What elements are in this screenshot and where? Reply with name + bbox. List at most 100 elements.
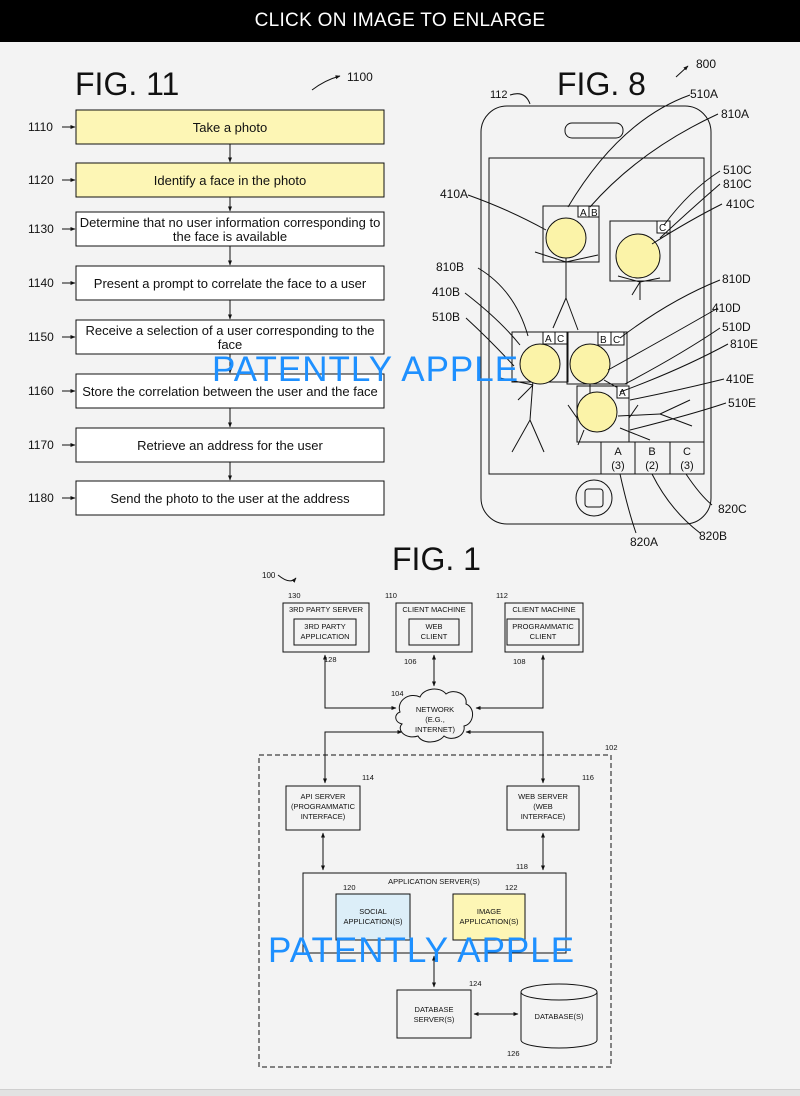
- social-app-line2: APPLICATION(S): [343, 917, 403, 926]
- image-app-ref: 122: [505, 883, 518, 892]
- home-button[interactable]: [575, 479, 613, 517]
- client-machine-programmatic-box[interactable]: [504, 602, 584, 653]
- web-server-box[interactable]: [506, 785, 580, 831]
- client-machine-web-title: CLIENT MACHINE: [402, 605, 465, 614]
- flow-step-id: 1110: [28, 120, 53, 134]
- label-510d: 510D: [722, 320, 751, 334]
- third-party-app-ref: 128: [324, 655, 337, 664]
- third-party-server-ref: 130: [288, 591, 301, 600]
- tag-c: C: [659, 223, 666, 234]
- watermark-top: PATENTLY APPLE: [212, 350, 519, 389]
- flow-step-box[interactable]: [75, 480, 385, 516]
- flow-step: Store the correlation between the user a…: [28, 373, 385, 428]
- api-server-line2: (PROGRAMMATIC: [291, 802, 356, 811]
- flow-step-text: Store the correlation between the user a…: [82, 384, 378, 399]
- application-servers-title: APPLICATION SERVER(S): [388, 877, 480, 886]
- third-party-application-box[interactable]: [293, 618, 357, 646]
- tag-a: A: [619, 388, 626, 399]
- flow-step-text: Send the photo to the user at the addres…: [110, 491, 350, 506]
- programmatic-client-line1: PROGRAMMATIC: [512, 622, 574, 631]
- db-server-line1: DATABASE: [415, 1005, 454, 1014]
- image-applications-box[interactable]: [452, 893, 526, 941]
- tag-box: [616, 385, 630, 399]
- social-applications-box[interactable]: [335, 893, 411, 941]
- connector-network-web: [465, 730, 545, 784]
- network-line2: (E.G.,: [425, 715, 445, 724]
- system-ref-leader: [277, 574, 297, 583]
- flow-step-box[interactable]: [75, 265, 385, 301]
- label-810a: 810A: [721, 107, 749, 121]
- tab-a-letter[interactable]: A: [614, 446, 622, 458]
- tag-c: C: [613, 335, 620, 346]
- flow-step-text: Identify a face in the photo: [154, 173, 307, 188]
- flow-step-box[interactable]: [75, 162, 385, 198]
- tab-b-letter[interactable]: B: [648, 446, 655, 458]
- flow-step-id: 1140: [28, 276, 54, 290]
- tag-a: A: [545, 334, 552, 345]
- tag-box: [610, 331, 625, 346]
- flow-step-id: 1160: [28, 384, 54, 398]
- third-party-server-box[interactable]: [282, 602, 370, 653]
- application-servers-ref: 118: [516, 862, 528, 871]
- label-810e: 810E: [730, 337, 758, 351]
- face-d: [569, 343, 611, 385]
- connector-programmatic-network: [475, 654, 545, 710]
- flow-step-text: Receive a selection of a user correspond…: [85, 323, 374, 338]
- image-app-line2: APPLICATION(S): [459, 917, 519, 926]
- fig8-ref: 800: [696, 57, 716, 71]
- client-web-ref: 110: [385, 591, 397, 600]
- flow-step-id: 1180: [28, 491, 54, 505]
- flow-step-text: the face is available: [173, 229, 287, 244]
- client-prog-ref: 112: [496, 591, 508, 600]
- db-server-line2: SERVER(S): [414, 1015, 455, 1024]
- face-c: [615, 233, 661, 279]
- flow-step-box[interactable]: [75, 427, 385, 463]
- api-server-box[interactable]: [285, 785, 361, 831]
- social-app-ref: 120: [343, 883, 356, 892]
- client-machine-web-box[interactable]: [395, 602, 473, 653]
- watermark-bottom: PATENTLY APPLE: [268, 931, 575, 970]
- server-system-boundary: [258, 754, 612, 1068]
- face-box-d[interactable]: [566, 331, 628, 385]
- fig1-title: FIG. 1: [392, 541, 481, 577]
- face-box-c[interactable]: [609, 220, 671, 282]
- database-cylinder-top: [520, 983, 598, 1001]
- flow-step-text: Determine that no user information corre…: [80, 215, 381, 230]
- network-line3: INTERNET): [415, 725, 456, 734]
- tab-c-count: (3): [680, 460, 693, 472]
- enlarge-banner[interactable]: CLICK ON IMAGE TO ENLARGE: [0, 0, 800, 42]
- api-server-ref: 114: [362, 773, 374, 782]
- face-box-a[interactable]: [542, 205, 600, 263]
- api-server-line1: API SERVER: [301, 792, 346, 801]
- label-410d: 410D: [712, 301, 741, 315]
- enlarge-banner-text: CLICK ON IMAGE TO ENLARGE: [254, 10, 546, 31]
- database-server-box[interactable]: [396, 989, 472, 1039]
- web-server-line2: (WEB: [533, 802, 553, 811]
- database-cylinder[interactable]: [520, 992, 598, 1049]
- web-client-line2: CLIENT: [421, 632, 448, 641]
- application-servers-box[interactable]: [302, 872, 567, 954]
- label-410e: 410E: [726, 372, 754, 386]
- flow-step-id: 1150: [28, 330, 54, 344]
- programmatic-client-ref: 108: [513, 657, 526, 666]
- web-server-ref: 116: [582, 773, 594, 782]
- fig11-title: FIG. 11: [75, 66, 179, 102]
- programmatic-client-line2: CLIENT: [530, 632, 557, 641]
- tab-b-count: (2): [645, 460, 658, 472]
- tab-c-letter[interactable]: C: [683, 446, 691, 458]
- network-line1: NETWORK: [416, 705, 454, 714]
- watermarks: PATENTLY APPLE PATENTLY APPLE: [212, 350, 575, 970]
- bottom-divider: [0, 1089, 800, 1096]
- third-party-app-line2: APPLICATION: [300, 632, 349, 641]
- flow-step: Determine that no user information corre…: [28, 211, 385, 266]
- web-client-box[interactable]: [408, 618, 460, 646]
- face-e: [576, 391, 618, 433]
- programmatic-client-box[interactable]: [506, 618, 580, 646]
- flow-step-box[interactable]: [75, 211, 385, 247]
- person-b: [499, 377, 545, 453]
- flow-step-box[interactable]: [75, 373, 385, 409]
- network-cloud[interactable]: [395, 688, 473, 743]
- label-410c: 410C: [726, 197, 755, 211]
